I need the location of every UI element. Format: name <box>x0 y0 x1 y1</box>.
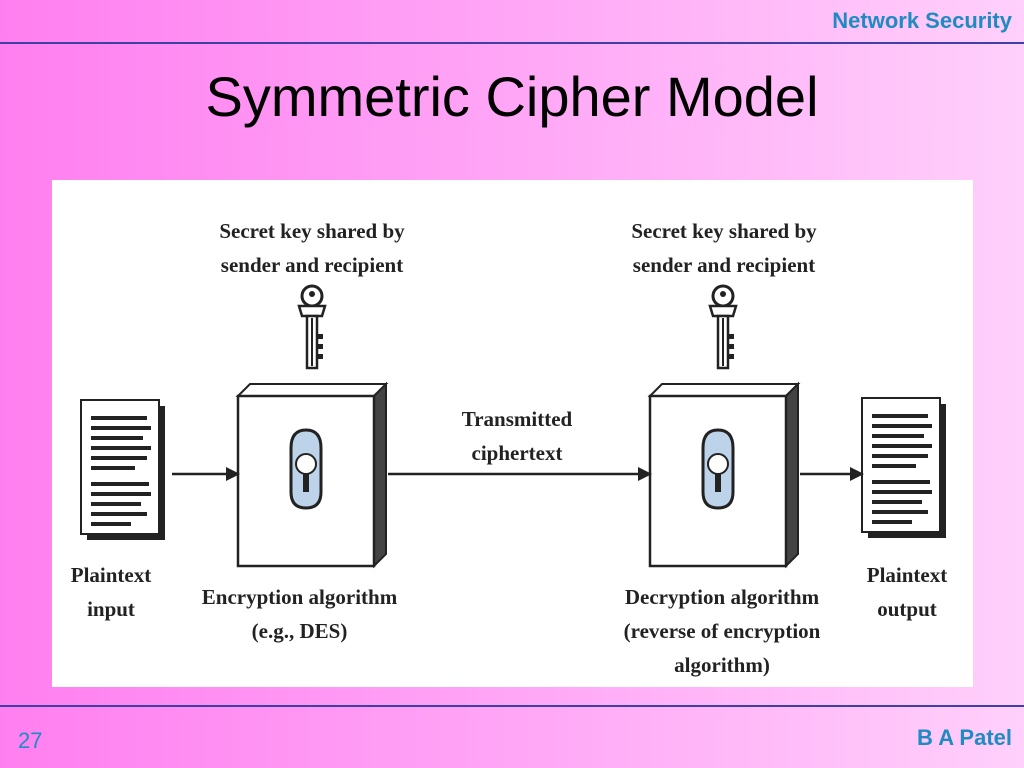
decryption-line2: (reverse of encryption <box>623 619 821 643</box>
secret-key-left-line2: sender and recipient <box>220 253 404 277</box>
plaintext-input-label: Plaintext input <box>56 558 166 626</box>
decryption-algorithm-label: Decryption algorithm (reverse of encrypt… <box>612 580 832 682</box>
secret-key-icon-right <box>708 284 738 370</box>
page-number: 27 <box>18 728 43 753</box>
plaintext-input-line2: input <box>87 597 135 621</box>
secret-key-right-line1: Secret key shared by <box>631 219 817 243</box>
secret-key-left-line1: Secret key shared by <box>219 219 405 243</box>
plaintext-output-label: Plaintext output <box>852 558 962 626</box>
encryption-box-icon <box>236 382 388 568</box>
header-divider <box>0 42 1024 44</box>
secret-key-label-left: Secret key shared by sender and recipien… <box>202 214 422 282</box>
slide-title: Symmetric Cipher Model <box>205 65 819 128</box>
author-name: B A Patel <box>917 725 1012 750</box>
secret-key-icon-left <box>297 284 327 370</box>
plaintext-output-document-icon <box>861 397 947 539</box>
decryption-box-icon <box>648 382 800 568</box>
course-title: Network Security <box>832 8 1012 33</box>
encryption-line1: Encryption algorithm <box>201 585 398 609</box>
plaintext-input-line1: Plaintext <box>70 563 152 587</box>
secret-key-label-right: Secret key shared by sender and recipien… <box>614 214 834 282</box>
footer-divider <box>0 705 1024 707</box>
plaintext-output-line1: Plaintext <box>866 563 948 587</box>
diagram-graphics <box>80 284 947 568</box>
decryption-line3: algorithm) <box>674 653 770 677</box>
transmitted-line2: ciphertext <box>471 441 563 465</box>
decryption-line1: Decryption algorithm <box>624 585 820 609</box>
transmitted-ciphertext-label: Transmitted ciphertext <box>442 402 592 470</box>
symmetric-cipher-diagram: Secret key shared by sender and recipien… <box>52 180 973 687</box>
encryption-algorithm-label: Encryption algorithm (e.g., DES) <box>192 580 407 648</box>
encryption-line2: (e.g., DES) <box>251 619 348 643</box>
plaintext-output-line2: output <box>877 597 937 621</box>
plaintext-input-document-icon <box>80 399 166 541</box>
secret-key-right-line2: sender and recipient <box>632 253 816 277</box>
transmitted-line1: Transmitted <box>461 407 573 431</box>
